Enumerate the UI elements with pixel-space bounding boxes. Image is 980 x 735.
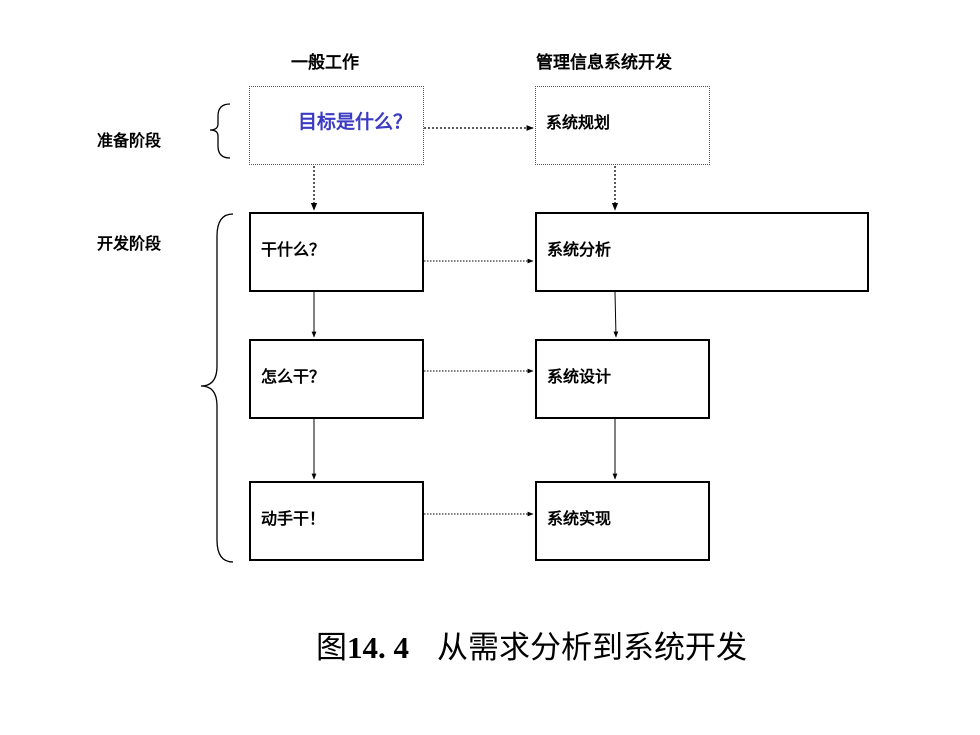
box-do-it-label: 动手干！: [261, 509, 326, 528]
stage-label-prep: 准备阶段: [97, 131, 162, 150]
box-system-design: 系统设计: [535, 339, 710, 419]
box-system-planning: 系统规划: [535, 86, 710, 165]
column-header-general: 一般工作: [291, 53, 359, 73]
box-how-to-do: 怎么干？: [249, 339, 424, 419]
box-system-implementation-label: 系统实现: [547, 509, 612, 528]
box-how-to-do-label: 怎么干？: [261, 367, 326, 386]
box-system-analysis-label: 系统分析: [547, 240, 612, 259]
arrow-analysis-to-design: [613, 291, 619, 338]
caption-prefix: 图: [316, 630, 347, 666]
brace-dev: [200, 213, 234, 563]
figure-caption: 图14. 4 从需求分析到系统开发: [316, 622, 747, 667]
box-goal: 目标是什么？: [249, 86, 424, 165]
box-what-to-do: 干什么？: [249, 212, 424, 292]
stage-label-dev: 开发阶段: [97, 234, 162, 253]
box-goal-label: 目标是什么？: [298, 111, 413, 133]
brace-prep: [209, 103, 231, 159]
column-header-mis: 管理信息系统开发: [536, 53, 672, 73]
box-system-planning-label: 系统规划: [546, 113, 611, 132]
caption-number: 14. 4: [347, 630, 409, 665]
box-system-analysis: 系统分析: [535, 212, 869, 292]
box-what-to-do-label: 干什么？: [261, 240, 326, 259]
box-system-implementation: 系统实现: [535, 481, 710, 561]
box-do-it: 动手干！: [249, 481, 424, 561]
box-system-design-label: 系统设计: [547, 367, 612, 386]
caption-text: 从需求分析到系统开发: [437, 630, 747, 666]
